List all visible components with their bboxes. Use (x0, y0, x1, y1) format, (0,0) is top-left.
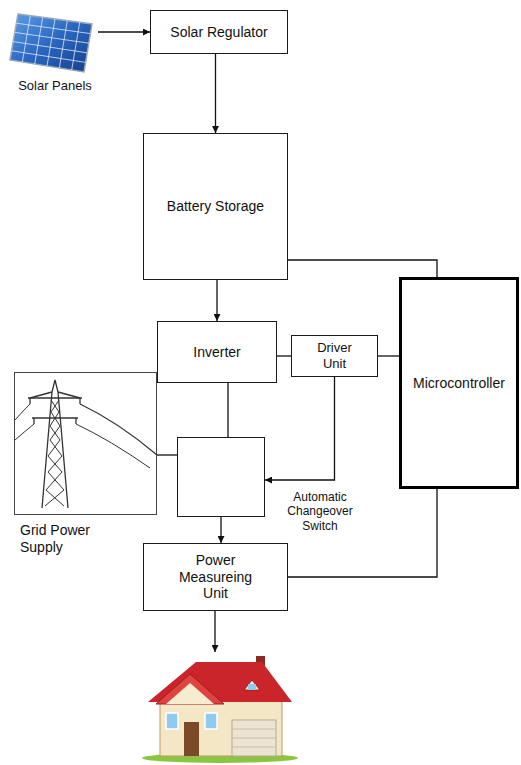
process-box: Solar Regulator (150, 10, 288, 54)
connector-line (277, 355, 291, 356)
node-label: Microcontroller (413, 375, 505, 392)
solar-panel-node: Solar Panels (12, 6, 98, 96)
node-label: Battery Storage (167, 198, 264, 215)
node-label: Driver Unit (309, 340, 361, 371)
node-label: Grid Power Supply (20, 522, 115, 556)
connector-line (157, 454, 177, 455)
pylon-picture (15, 373, 158, 515)
process-box: Power Measureing Unit (143, 543, 288, 611)
grid-node: Grid Power Supply (14, 372, 157, 554)
driver-box: Driver Unit (291, 335, 378, 377)
solar-panel-picture (10, 14, 92, 72)
house-picture (142, 656, 298, 763)
supply-arrow (214, 611, 215, 652)
controller-box: Microcontroller (399, 277, 519, 489)
connector-line (215, 54, 216, 133)
node-label: Solar Regulator (170, 24, 267, 41)
storage-box: Battery Storage (143, 133, 288, 280)
node-label: Power Measureing Unit (170, 552, 262, 602)
node-label: Automatic Changeover Switch (281, 490, 359, 533)
connector-line (220, 517, 221, 543)
connector-line (265, 377, 335, 480)
connector-line (216, 280, 217, 321)
connector-line (378, 355, 399, 356)
connector-line (288, 260, 437, 277)
process-box: Inverter (157, 321, 277, 383)
connector-line (98, 31, 150, 32)
connector-line (227, 383, 228, 437)
switch-box: Automatic Changeover Switch (177, 437, 265, 517)
node-label: Inverter (193, 344, 240, 361)
node-label: Solar Panels (12, 78, 98, 94)
